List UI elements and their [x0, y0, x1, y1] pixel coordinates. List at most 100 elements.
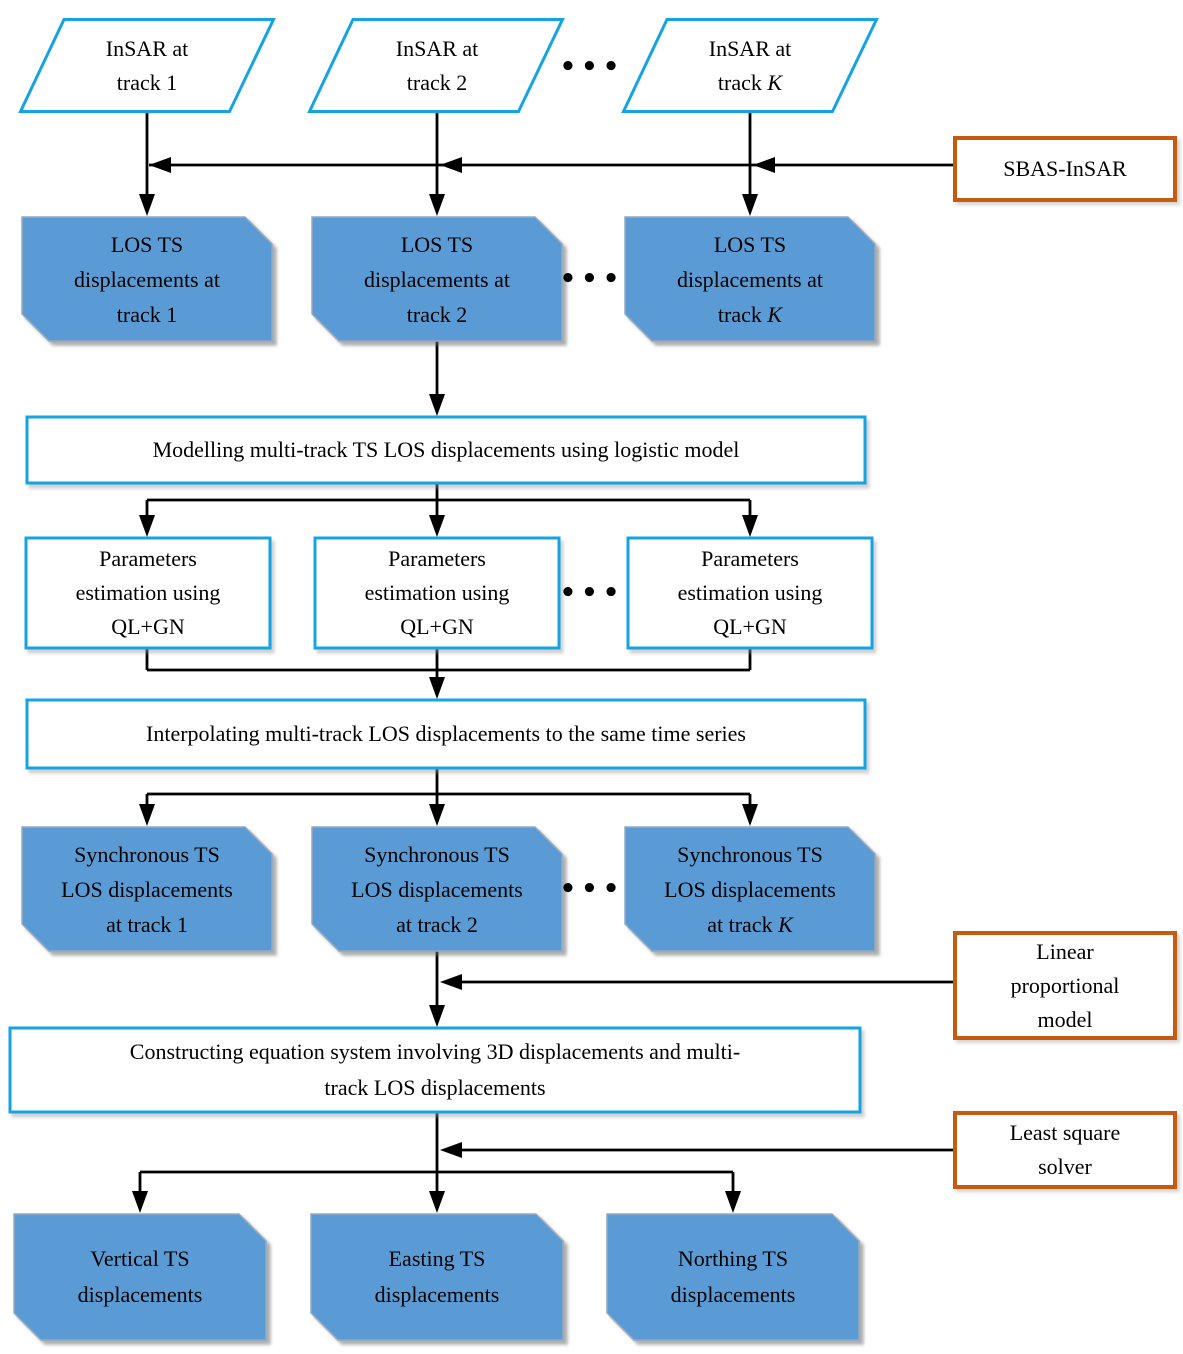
node-param-1: Parameters estimation using QL+GN	[26, 540, 270, 646]
los-trackK-shape	[624, 216, 876, 342]
ellipsis-row-params: •••	[559, 578, 625, 608]
text-line: QL+GN	[400, 614, 474, 639]
node-sync-track2: Synchronous TS LOS displacements at trac…	[312, 831, 562, 947]
text-line: displacements	[77, 1282, 203, 1307]
text-prefix: track	[717, 70, 768, 95]
text-line: at track 2	[396, 911, 478, 937]
text-line: displacements at	[363, 266, 510, 292]
text-line: estimation using	[364, 580, 510, 605]
text-line: estimation using	[75, 580, 221, 605]
linear-model-box	[953, 931, 1177, 1040]
text-line: QL+GN	[111, 614, 185, 639]
text-line: track 1	[116, 70, 178, 95]
los-track1-shape	[21, 216, 273, 342]
text-line: Interpolating multi-track LOS displaceme…	[146, 721, 746, 746]
ellipsis-row-sync: •••	[559, 874, 625, 904]
node-northing-ts: Northing TS displacements	[607, 1218, 859, 1336]
sync-track2-shape	[311, 826, 563, 952]
text-line: SBAS-InSAR	[1003, 156, 1127, 181]
node-insar-track2: InSAR at track 2	[327, 24, 547, 108]
text-line: Constructing equation system involving 3…	[129, 1039, 741, 1064]
text-line: LOS TS	[713, 231, 787, 257]
interpolating-box	[25, 698, 867, 770]
text-line: Parameters	[701, 546, 799, 571]
text-line: LOS displacements	[61, 876, 233, 902]
los-track2-shape	[311, 216, 563, 342]
sync-track1-shape	[21, 826, 273, 952]
text-line: track K	[718, 66, 782, 100]
text-line: Synchronous TS	[364, 841, 510, 867]
text-line: Parameters	[99, 546, 197, 571]
text-line: InSAR at	[395, 36, 479, 61]
text-line: InSAR at	[105, 36, 189, 61]
text-line: proportional	[1010, 972, 1120, 998]
node-los-track2: LOS TS displacements at track 2	[312, 221, 562, 337]
method-callouts	[953, 136, 1177, 1189]
process-boxes	[8, 415, 874, 1114]
text-line: Least square	[1009, 1120, 1121, 1145]
text-line: QL+GN	[713, 614, 787, 639]
least-square-box	[953, 1111, 1177, 1189]
ellipsis-row-los: •••	[559, 264, 625, 294]
text-line: displacements at	[73, 266, 220, 292]
node-least-square: Least square solver	[959, 1117, 1171, 1183]
text-line: LOS displacements	[664, 876, 836, 902]
text-line: LOS TS	[110, 231, 184, 257]
node-interpolating: Interpolating multi-track LOS displaceme…	[27, 700, 865, 768]
text-line: displacements at	[676, 266, 823, 292]
text-line: InSAR at	[708, 36, 792, 61]
text-prefix: at track	[707, 911, 779, 937]
text-line: track 2	[406, 70, 468, 95]
track-variable: K	[778, 911, 793, 937]
track-variable: K	[767, 70, 783, 95]
node-sbas-insar: SBAS-InSAR	[959, 142, 1171, 196]
text-line: Vertical TS	[90, 1246, 190, 1271]
arrowheads	[132, 157, 775, 1213]
text-line: displacements	[670, 1282, 796, 1307]
modelling-box	[25, 415, 867, 485]
text-line: LOS displacements	[351, 876, 523, 902]
text-line: track 2	[406, 301, 468, 327]
text-prefix: track	[717, 301, 768, 327]
text-line: Northing TS	[677, 1246, 789, 1271]
node-sync-track1: Synchronous TS LOS displacements at trac…	[22, 831, 272, 947]
node-param-3: Parameters estimation using QL+GN	[628, 540, 872, 646]
param-box-3	[626, 536, 874, 650]
vertical-ts-shape	[13, 1213, 267, 1341]
node-modelling: Modelling multi-track TS LOS displacemen…	[27, 417, 865, 483]
text-line: Modelling multi-track TS LOS displacemen…	[152, 437, 740, 462]
text-line: model	[1037, 1006, 1093, 1032]
node-vertical-ts: Vertical TS displacements	[14, 1218, 266, 1336]
node-insar-track1: InSAR at track 1	[37, 24, 257, 108]
insar-trackK-shape	[621, 18, 879, 113]
text-line: estimation using	[677, 580, 823, 605]
text-line: LOS TS	[400, 231, 474, 257]
connector-lines	[138, 113, 955, 1193]
node-linear-model: Linear proportional model	[959, 937, 1171, 1034]
text-line: Parameters	[388, 546, 486, 571]
track-variable: K	[767, 301, 783, 327]
text-line: Synchronous TS	[677, 841, 823, 867]
text-line: track LOS displacements	[324, 1075, 546, 1100]
node-insar-trackK: InSAR at track K	[640, 24, 860, 108]
ellipsis-row-inputs: •••	[559, 52, 625, 82]
sbas-insar-box	[953, 136, 1177, 202]
param-box-2	[313, 536, 561, 650]
node-easting-ts: Easting TS displacements	[311, 1218, 563, 1336]
text-line: Linear	[1036, 938, 1094, 964]
northing-ts-shape	[606, 1213, 860, 1341]
insar-track1-shape	[18, 18, 276, 113]
constructing-box	[8, 1026, 862, 1114]
easting-ts-shape	[310, 1213, 564, 1341]
node-sync-trackK: Synchronous TS LOS displacements at trac…	[625, 831, 875, 947]
text-line: track 1	[116, 301, 178, 327]
insar-track2-shape	[307, 18, 565, 113]
input-parallelograms	[18, 18, 879, 113]
text-line: Easting TS	[388, 1246, 486, 1271]
node-param-2: Parameters estimation using QL+GN	[315, 540, 559, 646]
text-line: Synchronous TS	[74, 841, 220, 867]
data-boxes	[13, 216, 876, 1341]
node-constructing: Constructing equation system involving 3…	[10, 1028, 860, 1112]
